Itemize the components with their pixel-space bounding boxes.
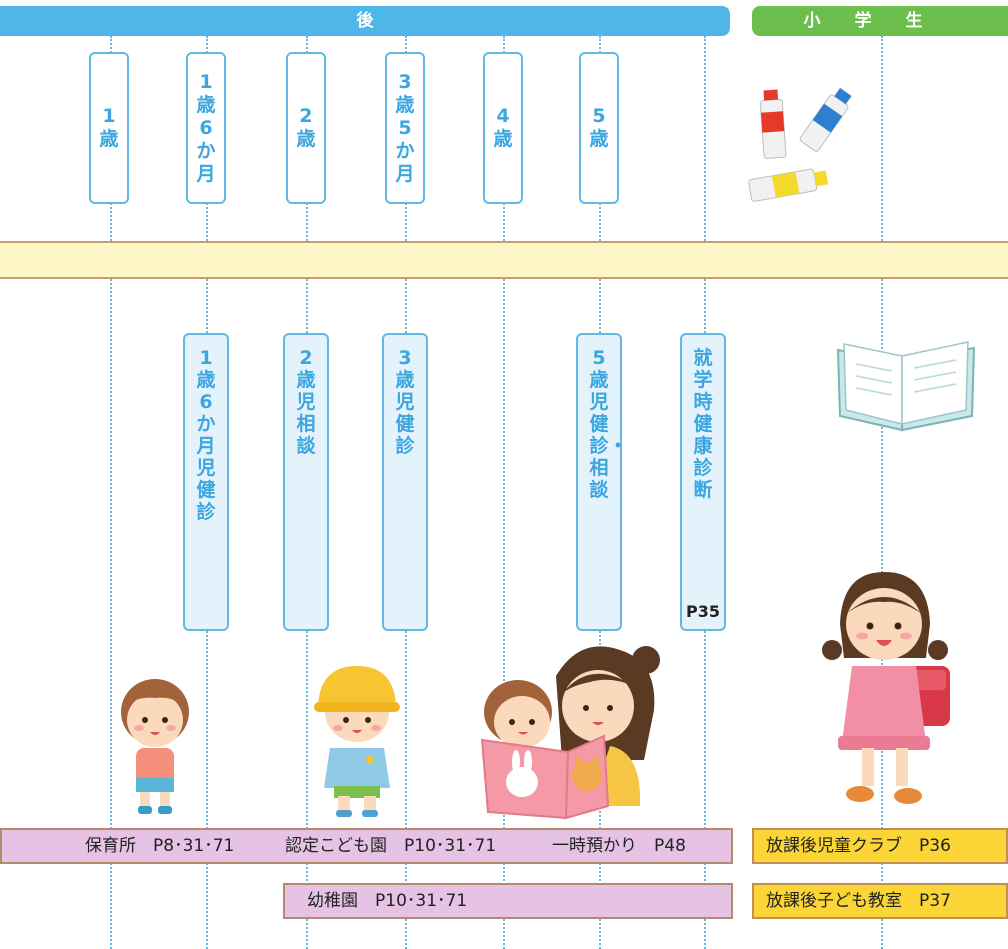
mother-reading-icon <box>480 646 660 820</box>
checkup-box-3: 3歳児健診 <box>382 333 428 631</box>
checkup-page-ref: P35 <box>686 602 720 621</box>
age-box-1: 1歳 <box>89 52 129 204</box>
open-book-icon <box>836 341 976 432</box>
header-band-left: 後 <box>0 6 730 36</box>
header-band-elementary: 小学生 <box>752 6 1008 36</box>
toddler-icon <box>121 679 189 814</box>
service-kindergarten: 幼稚園 P10･31･71 <box>307 891 468 911</box>
service-temporary-care: 一時預かり P48 <box>552 836 686 856</box>
age-box-5: 4歳 <box>483 52 523 204</box>
checkup-box-5: 就学時健康診断 P35 <box>680 333 726 631</box>
age-box-6: 5歳 <box>579 52 619 204</box>
service-bar-afterschool-class: 放課後子ども教室 P37 <box>752 883 1008 919</box>
checkup-box-1: 1歳6か月児健診 <box>183 333 229 631</box>
service-bar-childcare: 保育所 P8･31･71 認定こども園 P10･31･71 一時預かり P48 <box>0 828 733 864</box>
service-nursery: 保育所 P8･31･71 <box>85 836 235 856</box>
yellow-band <box>0 241 1008 279</box>
schoolgirl-icon <box>822 572 950 804</box>
age-box-3: 2歳 <box>286 52 326 204</box>
age-box-2: 1歳6か月 <box>186 52 226 204</box>
checkup-box-4: 5歳児健診・相談 <box>576 333 628 631</box>
service-bar-afterschool-club: 放課後児童クラブ P36 <box>752 828 1008 864</box>
service-certified-center: 認定こども園 P10･31･71 <box>285 836 497 856</box>
timeline-line-1 <box>110 36 112 949</box>
age-box-4: 3歳5か月 <box>385 52 425 204</box>
timeline-line-5 <box>503 36 505 949</box>
child-yellow-hat-icon <box>314 666 400 817</box>
checkup-box-2: 2歳児相談 <box>283 333 329 631</box>
paint-tubes-icon <box>748 87 852 202</box>
timeline-line-8 <box>881 36 883 949</box>
service-afterschool-club: 放課後児童クラブ P36 <box>766 836 951 856</box>
service-afterschool-class: 放課後子ども教室 P37 <box>766 891 951 911</box>
service-bar-kindergarten: 幼稚園 P10･31･71 <box>283 883 733 919</box>
